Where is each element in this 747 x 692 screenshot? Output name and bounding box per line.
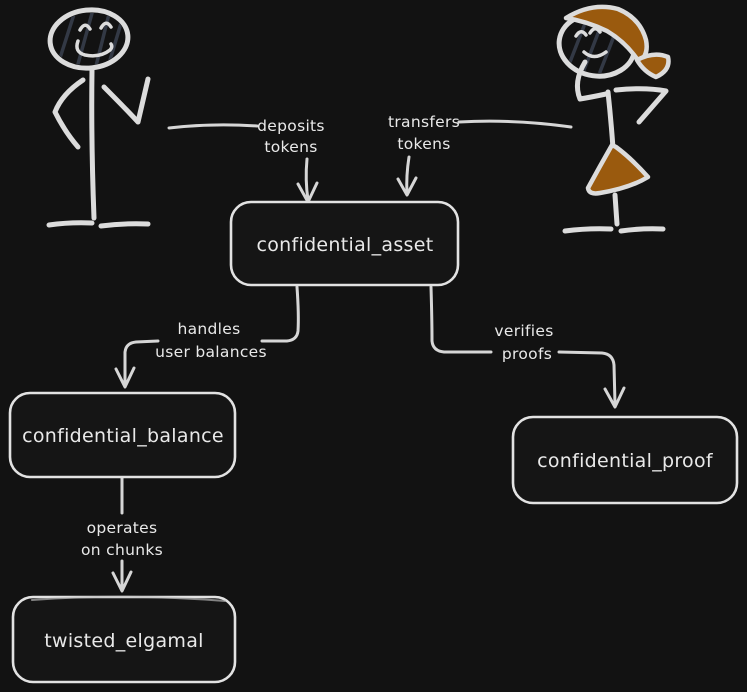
transfers-to-woman-line xyxy=(457,119,573,129)
node-twisted-elgamal: twisted_elgamal xyxy=(11,595,237,684)
woman-hair xyxy=(563,4,649,65)
edge-verifies-label-line1: verifies xyxy=(494,322,553,340)
node-twisted-elgamal-label: twisted_elgamal xyxy=(44,630,203,652)
edge-deposits-arrow xyxy=(296,157,319,204)
woman-ground-line-1 xyxy=(562,226,614,234)
woman-left-eye xyxy=(574,30,588,38)
node-confidential-proof-label: confidential_proof xyxy=(537,450,714,472)
man-to-deposits-line xyxy=(167,123,259,130)
edge-verifies-label-line2: proofs xyxy=(502,345,552,363)
woman-smile xyxy=(582,50,608,59)
edge-transfers-arrow xyxy=(396,155,418,197)
edge-handles-label-line2: user balances xyxy=(155,343,267,361)
woman-body xyxy=(605,89,616,151)
edge-operates-arrow xyxy=(111,476,133,593)
node-confidential-asset: confidential_asset xyxy=(229,200,460,287)
edge-transfers-label-line1: transfers xyxy=(388,113,460,131)
woman-stick-figure-icon xyxy=(556,4,671,234)
node-twisted-elgamal-overdraw xyxy=(31,595,226,602)
edge-deposits-label-line1: deposits xyxy=(257,117,325,135)
edge-transfers-label-line2: tokens xyxy=(397,135,450,153)
man-smile xyxy=(75,39,114,58)
edge-operates-label-line1: operates xyxy=(87,519,158,537)
woman-legs xyxy=(612,192,620,227)
man-head xyxy=(47,7,131,71)
man-left-eye xyxy=(78,23,92,32)
man-right-eye xyxy=(99,21,113,30)
man-ground-line-1 xyxy=(46,220,95,228)
man-ground-line-2 xyxy=(98,221,151,229)
woman-left-arm xyxy=(574,59,609,102)
edge-handles-label-line1: handles xyxy=(177,320,240,338)
woman-right-arm xyxy=(613,86,669,125)
woman-ponytail xyxy=(634,52,671,80)
man-left-arm xyxy=(52,77,86,150)
node-confidential-proof: confidential_proof xyxy=(511,415,739,505)
edge-deposits-label-line2: tokens xyxy=(264,138,317,156)
edge-handles-arrow xyxy=(114,285,300,389)
man-right-arm xyxy=(101,76,151,125)
woman-right-eye xyxy=(588,27,602,35)
node-confidential-balance: confidential_balance xyxy=(8,391,237,479)
woman-ground-line-2 xyxy=(618,226,666,234)
node-confidential-balance-label: confidential_balance xyxy=(22,425,224,447)
edge-operates-label-line2: on chunks xyxy=(81,541,163,559)
man-stick-figure-icon xyxy=(46,7,151,229)
woman-dress xyxy=(585,142,651,196)
node-confidential-asset-label: confidential_asset xyxy=(256,234,433,256)
man-body xyxy=(89,67,97,221)
edge-verifies-arrow xyxy=(429,285,626,409)
